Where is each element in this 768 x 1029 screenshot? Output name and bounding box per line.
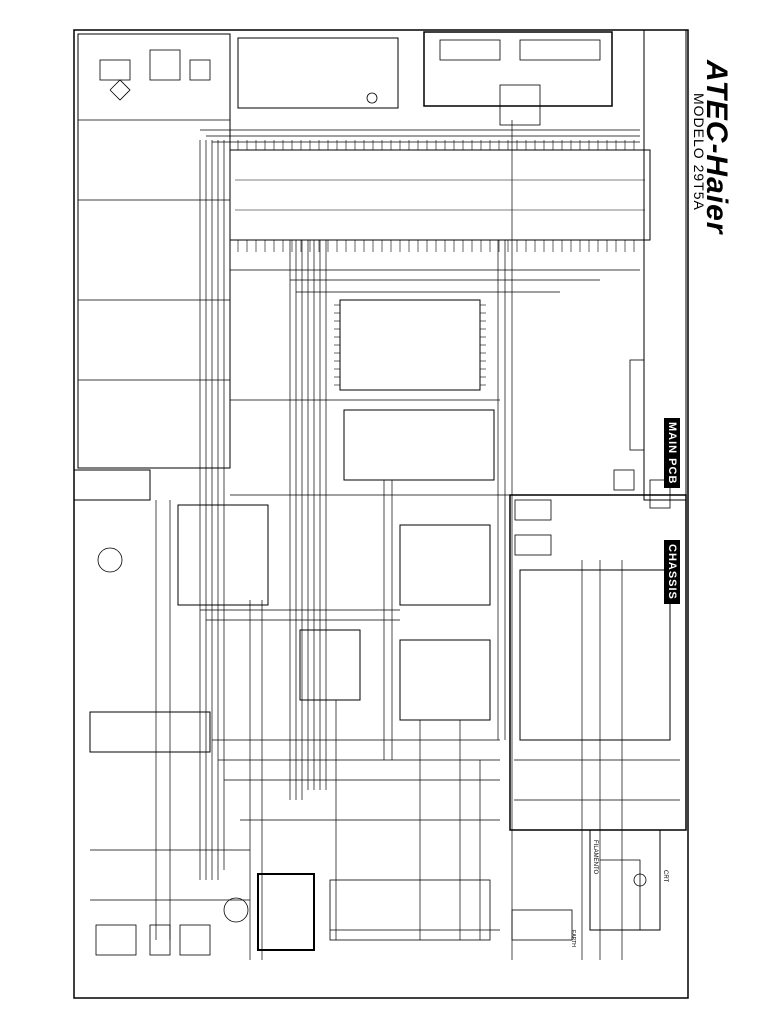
main-pcb-label: MAIN PCB (664, 418, 680, 489)
crt-label: CRT (662, 870, 668, 883)
model-label: MODELO 29T5A (691, 93, 707, 211)
filament-label: FILAMENTO (592, 840, 598, 875)
earth-label: EARTH (570, 930, 576, 947)
chassis-label: CHASSIS (664, 540, 680, 604)
